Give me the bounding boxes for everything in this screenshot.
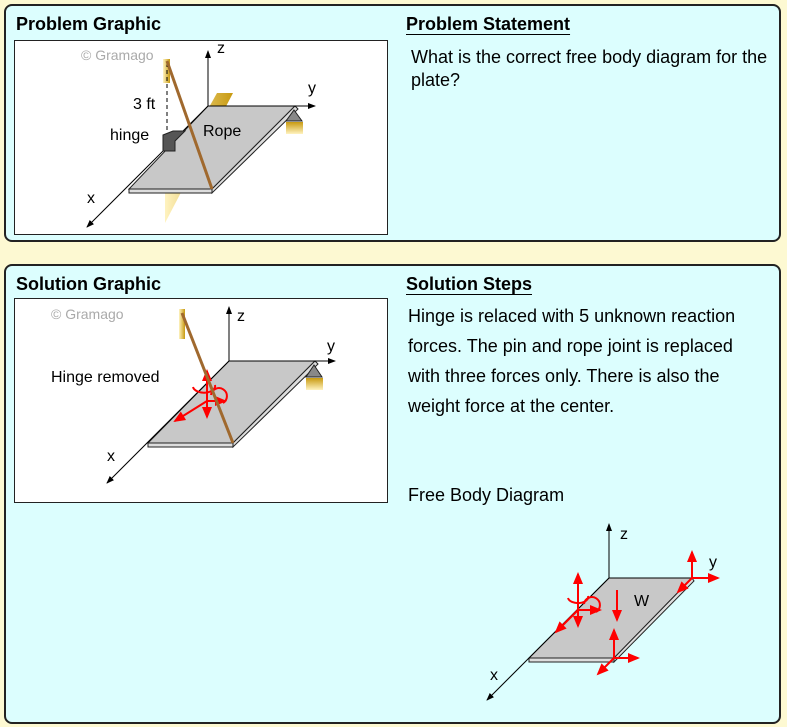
plate <box>127 105 297 190</box>
weight-label: W <box>634 593 650 610</box>
solution-diagram: © Gramago z y x Hinge removed <box>51 306 336 484</box>
y-label: y <box>709 554 717 571</box>
hinge <box>162 130 187 152</box>
plate <box>527 577 694 659</box>
x-label: x <box>87 190 95 207</box>
solution-steps-title: Solution Steps <box>406 274 532 294</box>
hinge-label: hinge <box>110 127 149 144</box>
y-label: y <box>308 80 316 97</box>
problem-graphic: © Gramago z y x 3 ft hinge Rope <box>14 40 388 235</box>
rope <box>165 60 214 190</box>
pin-support <box>305 364 323 378</box>
solution-steps: Hinge is relaced with 5 unknown reaction… <box>408 306 736 416</box>
x-axis <box>86 105 209 228</box>
plate-edge <box>128 188 213 194</box>
pin-support <box>285 109 303 122</box>
problem-statement: What is the correct free body diagram fo… <box>411 47 768 90</box>
reaction-forces <box>554 550 720 676</box>
solution-graphic: © Gramago z y x Hinge removed <box>14 298 388 503</box>
fbd-title: Free Body Diagram <box>408 485 565 505</box>
z-label: z <box>237 308 245 325</box>
x-label: x <box>107 448 115 465</box>
problem-statement-title: Problem Statement <box>406 14 571 34</box>
problem-graphic-title: Problem Graphic <box>16 14 162 34</box>
plate <box>146 360 317 444</box>
x-label: x <box>490 667 498 684</box>
watermark: © Gramago <box>51 306 124 322</box>
y-label: y <box>327 338 335 355</box>
distance-label: 3 ft <box>133 96 156 113</box>
hinge-removed-label: Hinge removed <box>51 369 160 386</box>
free-body-diagram: z y x W <box>486 523 720 701</box>
z-label: z <box>620 526 628 543</box>
z-label: z <box>217 41 225 57</box>
solution-panel: Solution Graphic Solution Steps Hinge is… <box>4 264 781 724</box>
solution-graphic-title: Solution Graphic <box>16 274 162 294</box>
rope-label: Rope <box>203 123 241 140</box>
watermark: © Gramago <box>81 47 154 63</box>
rope <box>180 312 235 444</box>
problem-diagram: © Gramago z y x 3 ft hinge Rope <box>81 40 316 228</box>
problem-panel: Problem Graphic Problem Statement What i… <box>4 4 781 242</box>
